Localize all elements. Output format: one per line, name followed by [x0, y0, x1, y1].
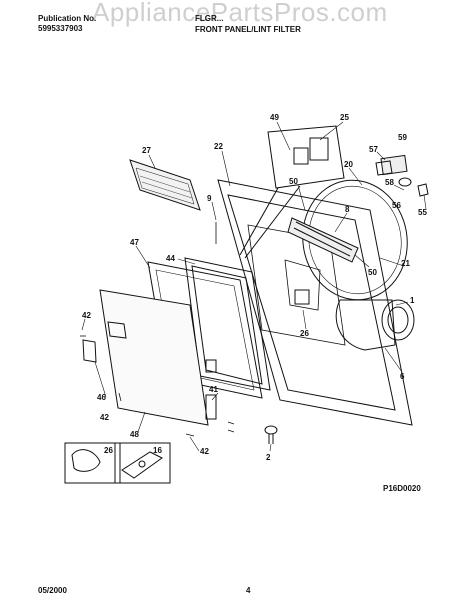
callout-44: 44	[166, 254, 175, 263]
callout-26-inset: 26	[104, 446, 113, 455]
publication-number: 5995337903	[38, 24, 83, 33]
section-title: FRONT PANEL/LINT FILTER	[195, 25, 301, 34]
callout-41: 41	[209, 385, 218, 394]
callout-25: 25	[340, 113, 349, 122]
callout-50-lower: 50	[368, 268, 377, 277]
duct-part	[284, 259, 321, 311]
diagram-code: P16D0020	[383, 484, 421, 493]
lint-filter-part	[287, 217, 359, 263]
callout-50-upper: 50	[289, 177, 298, 186]
callout-21: 21	[401, 259, 410, 268]
latch-part	[82, 339, 97, 363]
lint-screen-part	[129, 159, 201, 211]
watermark: AppliancePartsPros.com	[92, 0, 388, 27]
callout-2: 2	[266, 453, 271, 462]
footer-date: 05/2000	[38, 586, 67, 595]
drum-part	[302, 179, 408, 301]
callout-57: 57	[369, 145, 378, 154]
callout-46: 46	[97, 393, 106, 402]
callout-42-bottom-left: 42	[100, 413, 109, 422]
footer-page-number: 4	[246, 586, 251, 595]
model-number: FLGR...	[195, 14, 224, 23]
outer-door-part	[99, 289, 209, 426]
callout-26-center: 26	[300, 329, 309, 338]
leveling-foot-part	[264, 425, 278, 444]
callout-22: 22	[214, 142, 223, 151]
screw-parts	[80, 222, 235, 437]
callout-20: 20	[344, 160, 353, 169]
publication-label: Publication No.	[38, 14, 97, 23]
callout-1: 1	[410, 296, 415, 305]
callout-55: 55	[418, 208, 427, 217]
callout-58: 58	[385, 178, 394, 187]
blower-housing-part	[335, 299, 415, 351]
callout-49: 49	[270, 113, 279, 122]
callout-9: 9	[207, 194, 212, 203]
leader-lines	[81, 121, 427, 452]
callout-27: 27	[142, 146, 151, 155]
hinge-part	[205, 359, 217, 420]
callout-48: 48	[130, 430, 139, 439]
inset-detail-boxes	[64, 442, 171, 484]
callout-16-inset: 16	[153, 446, 162, 455]
callout-8: 8	[345, 205, 350, 214]
callout-59: 59	[398, 133, 407, 142]
switch-parts-group	[375, 154, 429, 197]
callout-6: 6	[400, 372, 405, 381]
inset-switch-box	[239, 125, 345, 259]
callout-47: 47	[130, 238, 139, 247]
callout-42-bottom-right: 42	[200, 447, 209, 456]
callout-42-left: 42	[82, 311, 91, 320]
callout-56: 56	[392, 201, 401, 210]
